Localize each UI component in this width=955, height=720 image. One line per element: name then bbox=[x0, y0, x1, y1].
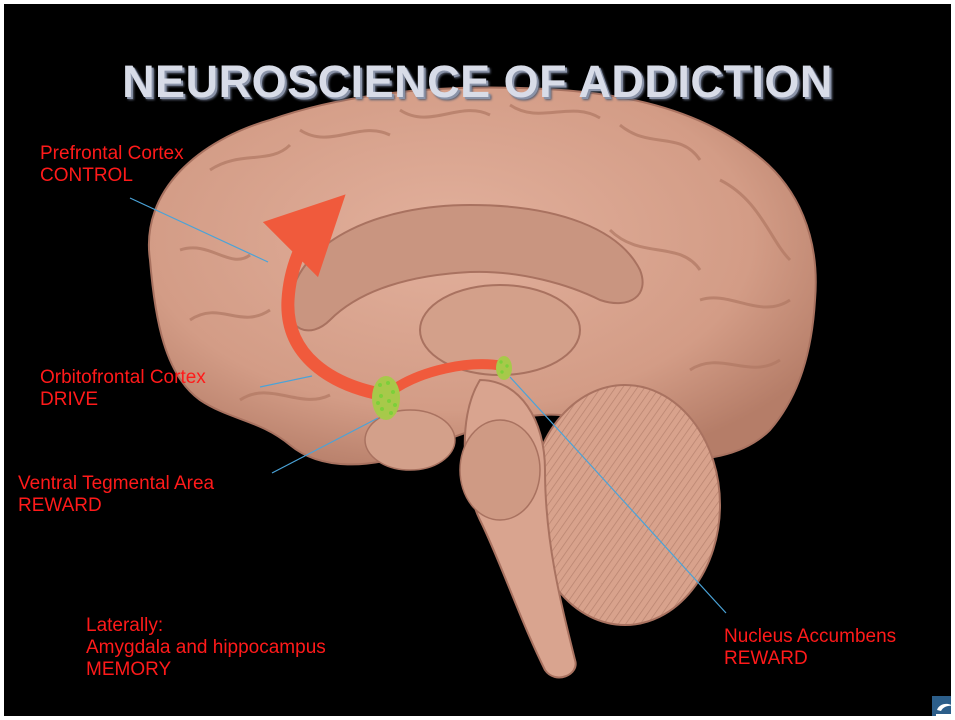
label-laterally-line2: Amygdala and hippocampus bbox=[86, 637, 326, 659]
label-orbitofrontal-name: Orbitofrontal Cortex bbox=[40, 367, 206, 389]
label-nucleus-role: REWARD bbox=[724, 648, 896, 670]
label-laterally: Laterally: Amygdala and hippocampus MEMO… bbox=[86, 615, 326, 681]
label-vta-role: REWARD bbox=[18, 495, 214, 517]
label-laterally-line3: MEMORY bbox=[86, 659, 326, 681]
label-orbitofrontal-role: DRIVE bbox=[40, 389, 206, 411]
brain-illustration bbox=[4, 4, 951, 716]
label-laterally-line1: Laterally: bbox=[86, 615, 326, 637]
label-orbitofrontal-cortex: Orbitofrontal Cortex DRIVE bbox=[40, 367, 206, 411]
slide-title: NEUROSCIENCE OF ADDICTION bbox=[4, 56, 951, 108]
label-prefrontal-role: CONTROL bbox=[40, 165, 184, 187]
vta-cluster bbox=[372, 376, 400, 420]
label-nucleus-name: Nucleus Accumbens bbox=[724, 626, 896, 648]
label-nucleus-accumbens: Nucleus Accumbens REWARD bbox=[724, 626, 896, 670]
nucleus-cluster bbox=[496, 356, 512, 380]
label-prefrontal-name: Prefrontal Cortex bbox=[40, 143, 184, 165]
label-prefrontal-cortex: Prefrontal Cortex CONTROL bbox=[40, 143, 184, 187]
label-vta-name: Ventral Tegmental Area bbox=[18, 473, 214, 495]
label-ventral-tegmental-area: Ventral Tegmental Area REWARD bbox=[18, 473, 214, 517]
savant-logo-icon bbox=[932, 696, 951, 716]
slide-frame: NEUROSCIENCE OF ADDICTION Prefrontal Cor… bbox=[4, 4, 951, 716]
